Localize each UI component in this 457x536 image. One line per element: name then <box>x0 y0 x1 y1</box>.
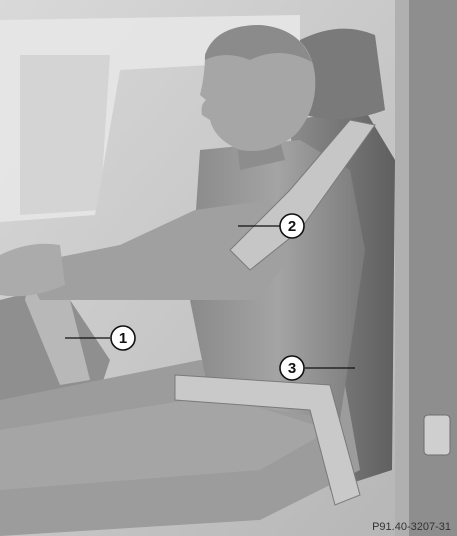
callout-1-number: 1 <box>119 330 127 347</box>
callout-3-number: 3 <box>288 360 296 377</box>
door-pillar <box>405 0 457 536</box>
figure-reference-code: P91.40-3207-31 <box>372 521 451 533</box>
callout-2: 2 <box>280 214 304 238</box>
side-window <box>20 55 110 215</box>
hand <box>0 244 65 297</box>
callout-2-number: 2 <box>288 218 296 235</box>
callout-1: 1 <box>111 326 135 350</box>
belt-buckle-mount <box>424 415 450 455</box>
callout-3: 3 <box>280 356 304 380</box>
